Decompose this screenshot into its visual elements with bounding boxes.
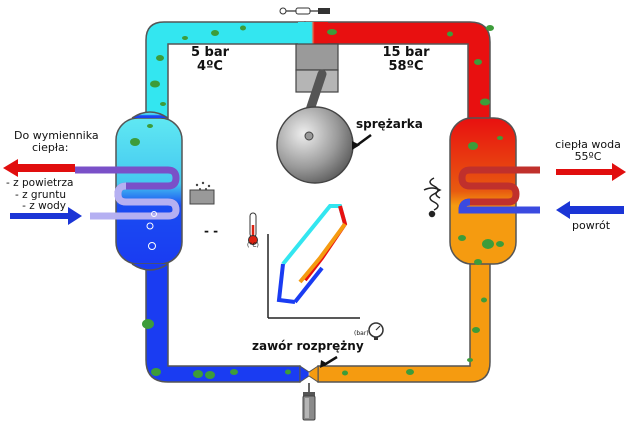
source-air: - z powietrza: [6, 177, 74, 189]
green-bubbles: [130, 25, 504, 379]
evaporator-vessel: [115, 111, 183, 271]
temp-unit-label: (°C): [247, 242, 259, 249]
compressor-pointer: [352, 133, 372, 150]
pressure-temperature-plot: [267, 204, 360, 319]
arrow-return-in: [556, 201, 624, 219]
heating-coil-icon: [423, 177, 442, 218]
source-water: - z wody: [22, 200, 66, 213]
compressor-label: sprężarka: [356, 117, 423, 131]
compressor: [276, 43, 354, 184]
vapor-bubbles: [146, 211, 157, 250]
hot-water-label: ciepła woda: [555, 138, 621, 151]
high-pressure-label: 15 bar: [382, 45, 430, 60]
evaporator-coil: [75, 166, 180, 220]
return-label: powrót: [572, 219, 611, 232]
thermo-probe-icon: [279, 7, 330, 15]
valve-tool-icon: [302, 383, 316, 421]
low-temp-label: 4ºC: [197, 58, 223, 74]
source-title-line1: Do wymiennika: [14, 129, 99, 142]
high-temp-label: 58ºC: [388, 58, 424, 74]
pressure-unit-label: (bar): [354, 330, 369, 337]
pressure-gauge-icon: [368, 322, 384, 340]
fan-radiator-icon: [189, 181, 215, 205]
source-ground: - z gruntu: [14, 188, 66, 201]
source-title-line2: ciepła:: [32, 140, 69, 154]
arrow-hot-water-out: [556, 163, 626, 181]
low-pressure-label: 5 bar: [190, 45, 230, 60]
hot-water-temp: 55ºC: [574, 149, 602, 163]
condenser-coil: [458, 166, 540, 214]
dashes-label: - -: [204, 224, 219, 238]
valve-pointer: [320, 355, 338, 368]
expansion-valve-label: zawór rozprężny: [252, 339, 364, 353]
arrow-heat-out: [3, 159, 75, 177]
thermometer-icon: [248, 212, 258, 245]
arrow-source-in: [10, 207, 82, 225]
